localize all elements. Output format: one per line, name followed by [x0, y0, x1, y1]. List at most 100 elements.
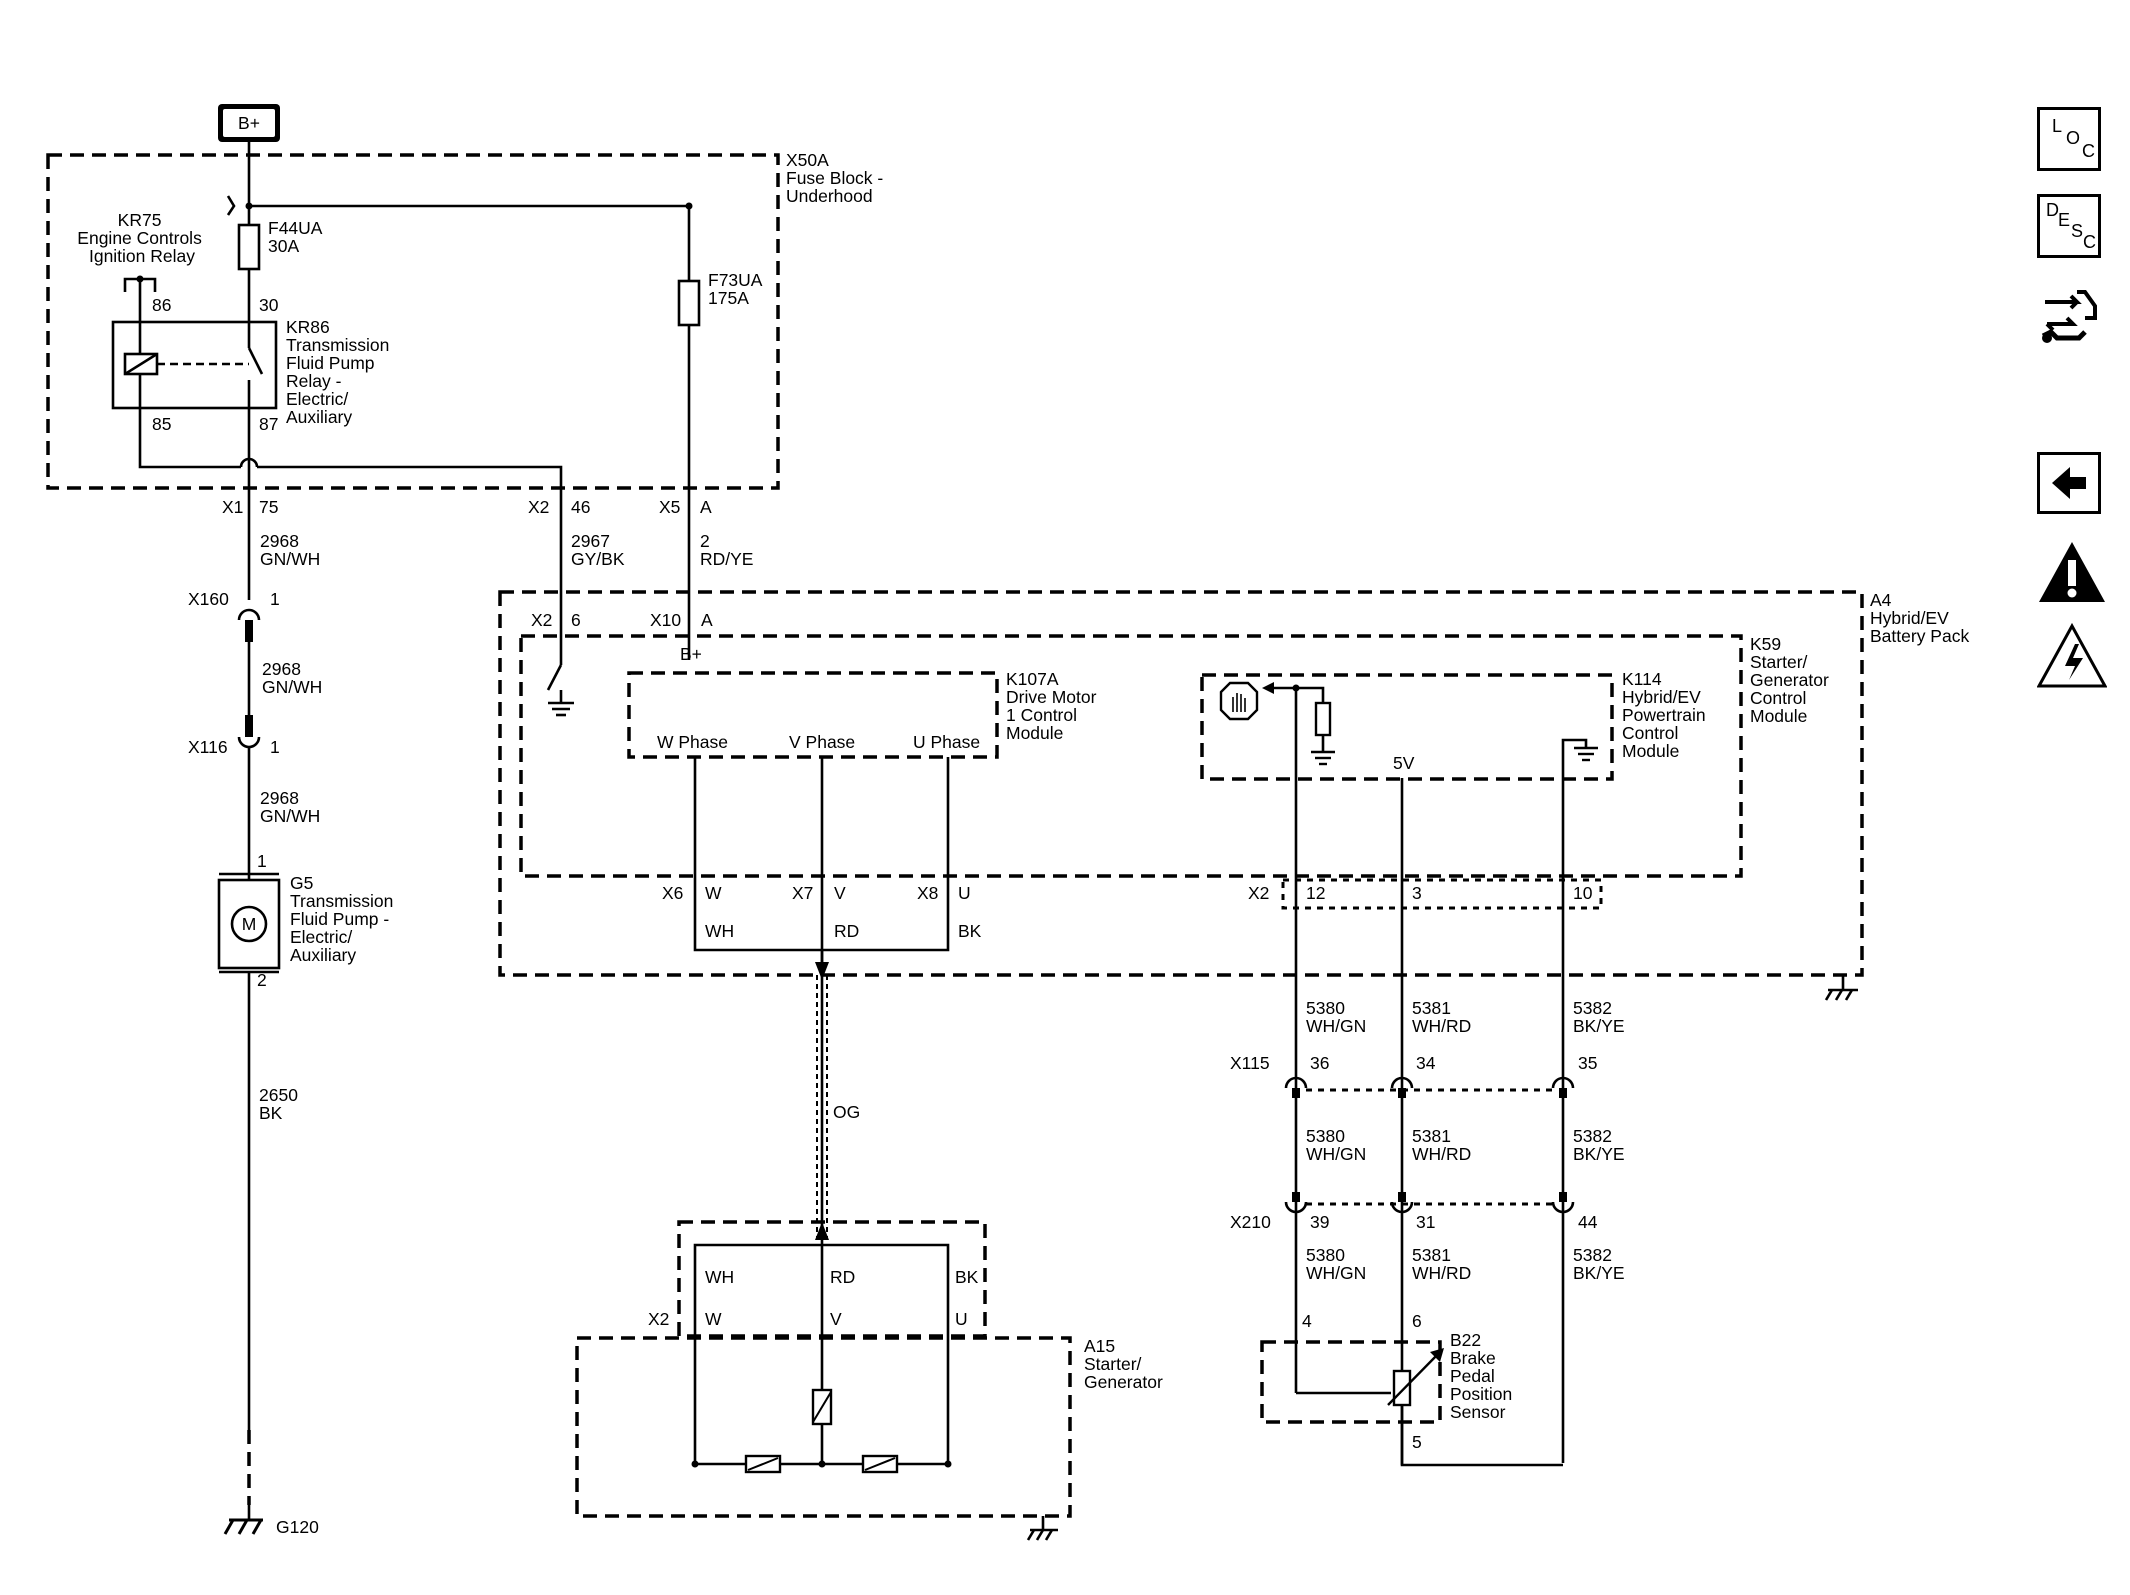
svg-text:4: 4 [1302, 1311, 1312, 1331]
x6-connector: X6 [662, 883, 683, 903]
high-voltage-button[interactable] [2037, 622, 2107, 692]
a4-label: A4 Hybrid/EV Battery Pack [1870, 590, 1969, 646]
f73ua-label: F73UA 175A [708, 270, 766, 308]
x8-connector: X8 [917, 883, 938, 903]
k114-module-outline [1200, 673, 1614, 781]
5v-reference-label: 5V [1393, 753, 1415, 773]
svg-text:V: V [830, 1309, 842, 1329]
svg-text:BK: BK [955, 1267, 979, 1287]
svg-text:12: 12 [1306, 883, 1325, 903]
svg-text:10: 10 [1573, 883, 1593, 903]
w-phase-label: W Phase [657, 732, 728, 752]
x210-connector: X210 [1230, 1212, 1271, 1232]
svg-text:44: 44 [1578, 1212, 1598, 1232]
wire-2967-label: 2967 GY/BK [571, 531, 625, 569]
svg-text:A: A [700, 497, 712, 517]
x2-connector-fuse-block: X2 [528, 497, 549, 517]
svg-text:WH: WH [705, 921, 734, 941]
location-button[interactable]: L O C [2037, 107, 2101, 171]
svg-text:6: 6 [1412, 1311, 1422, 1331]
fuse-f73ua [677, 279, 701, 327]
relay-kr86 [111, 320, 278, 410]
u-phase-label: U Phase [913, 732, 980, 752]
fuse-f44ua [237, 223, 261, 271]
x10-connector: X10 [650, 610, 681, 630]
svg-text:1: 1 [270, 589, 280, 609]
svg-text:A: A [701, 610, 713, 630]
position-sensor-resistor [1392, 1369, 1412, 1407]
svg-text:U: U [955, 1309, 968, 1329]
caution-button[interactable] [2037, 538, 2105, 608]
battery-positive-label: B+ [238, 113, 260, 133]
og-cable-label: OG [833, 1102, 860, 1122]
connector-end-view-icon [2041, 290, 2097, 343]
svg-text:35: 35 [1578, 1053, 1597, 1073]
k59-bplus-label: B+ [680, 644, 702, 664]
svg-text:34: 34 [1416, 1053, 1436, 1073]
kr86-pin-87: 87 [259, 414, 278, 434]
svg-text:1: 1 [270, 737, 280, 757]
wire-2650-label: 2650 BK [259, 1085, 303, 1123]
a15-label: A15 Starter/ Generator [1084, 1336, 1163, 1392]
k114-label: K114 Hybrid/EV Powertrain Control Module [1622, 669, 1711, 761]
svg-text:2: 2 [257, 970, 267, 990]
k59-label: K59 Starter/ Generator Control Module [1750, 634, 1834, 726]
kr75-label: KR75 Engine Controls Ignition Relay [77, 210, 206, 266]
svg-text:U: U [958, 883, 971, 903]
caution-icon [2039, 542, 2105, 602]
wire-2968-label-2: 2968 GN/WH [262, 659, 322, 697]
svg-text:75: 75 [259, 497, 278, 517]
svg-text:WH: WH [705, 1267, 734, 1287]
wire-2-label: 2 RD/YE [700, 531, 753, 569]
svg-text:39: 39 [1310, 1212, 1329, 1232]
connector-end-view-button[interactable] [2037, 276, 2101, 352]
svg-text:W: W [705, 883, 722, 903]
x2-connector-k114 [1281, 878, 1603, 910]
svg-text:46: 46 [571, 497, 590, 517]
a15-starter-generator-outline [575, 1336, 1072, 1518]
svg-text:W: W [705, 1309, 722, 1329]
v-phase-label: V Phase [789, 732, 855, 752]
x115-connector: X115 [1230, 1053, 1270, 1073]
high-voltage-icon [2037, 622, 2107, 688]
motor-symbol: M [242, 914, 257, 934]
back-button[interactable] [2037, 452, 2101, 514]
svg-text:RD: RD [834, 921, 859, 941]
x2-connector-a15-outline [677, 1220, 987, 1338]
x116-connector: X116 [188, 737, 228, 757]
g5-label: G5 Transmission Fluid Pump - Electric/ A… [290, 873, 398, 965]
svg-text:X2: X2 [1248, 883, 1269, 903]
back-arrow-icon [2052, 467, 2086, 499]
x2-connector-a15: X2 [648, 1309, 669, 1329]
svg-text:36: 36 [1310, 1053, 1329, 1073]
svg-text:BK: BK [958, 921, 982, 941]
kr86-pin-86: 86 [152, 295, 171, 315]
x2-connector-k59: X2 [531, 610, 552, 630]
kr86-pin-85: 85 [152, 414, 171, 434]
svg-text:V: V [834, 883, 846, 903]
a4-battery-pack-outline [498, 590, 1864, 977]
x5-connector: X5 [659, 497, 680, 517]
k59-module-outline [519, 634, 1743, 878]
k107a-module-outline [627, 671, 999, 759]
x50a-fuse-block-outline [46, 153, 780, 490]
svg-text:RD: RD [830, 1267, 855, 1287]
svg-text:6: 6 [571, 610, 581, 630]
svg-text:3: 3 [1412, 883, 1422, 903]
hand-stop-icon [1219, 681, 1259, 721]
description-button[interactable]: D E S C [2037, 194, 2101, 258]
ground-g120-label: G120 [276, 1517, 319, 1537]
svg-text:31: 31 [1416, 1212, 1435, 1232]
b22-label: B22 Brake Pedal Position Sensor [1450, 1330, 1517, 1422]
svg-text:5: 5 [1412, 1432, 1422, 1452]
